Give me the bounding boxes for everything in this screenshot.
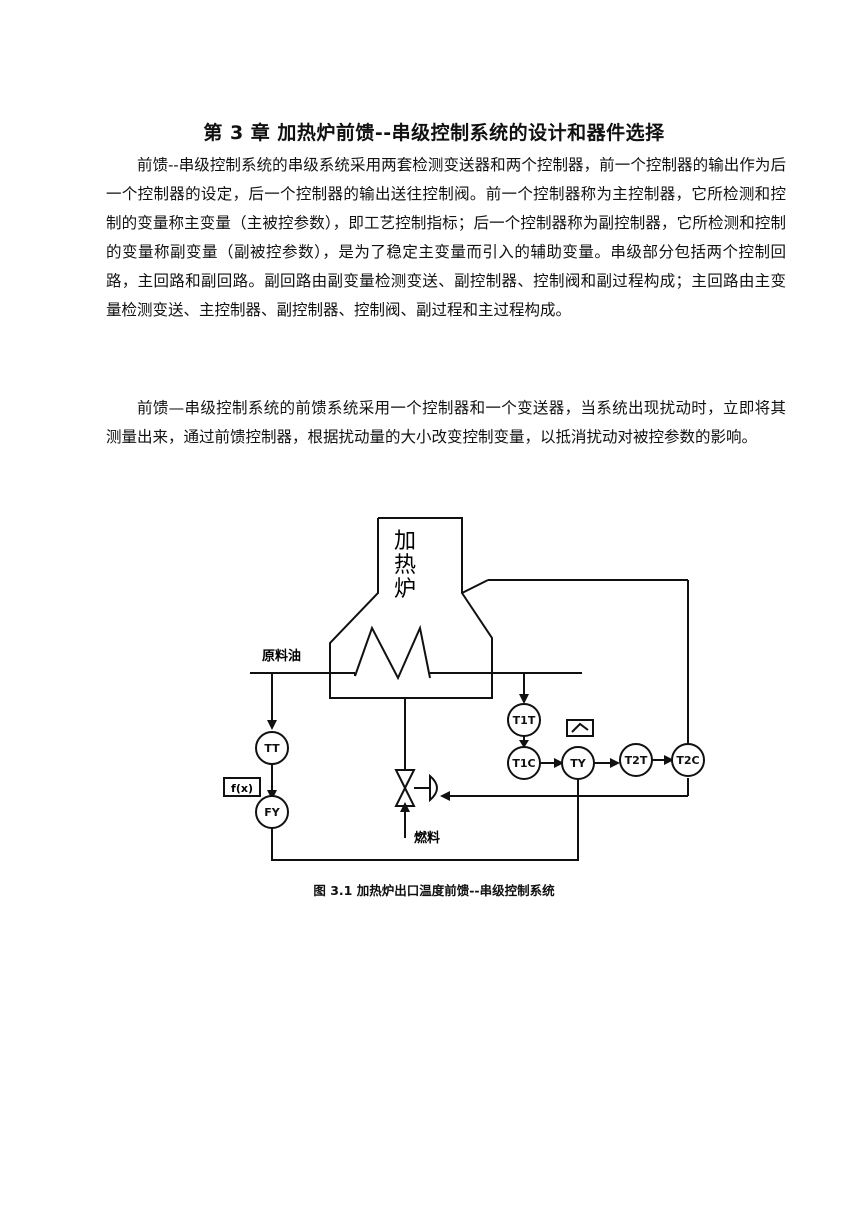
function-box-label: f(x) — [231, 782, 253, 795]
t1t-label: T1T — [513, 714, 536, 727]
tt-label: TT — [264, 742, 280, 755]
feed-line — [250, 672, 356, 730]
paragraph-cascade: 前馈--串级控制系统的串级系统采用两套检测变送器和两个控制器，前一个控制器的输出… — [106, 156, 786, 319]
t2t-label: T2T — [625, 754, 648, 767]
t2c-label: T2C — [676, 754, 699, 767]
chapter-title: 第 3 章 加热炉前馈--串级控制系统的设计和器件选择 — [203, 122, 665, 144]
t1c-label: T1C — [512, 757, 535, 770]
function-box — [223, 777, 261, 797]
paragraph-feedforward: 前馈—串级控制系统的前馈系统采用一个控制器和一个变送器，当系统出现扰动时，立即将… — [106, 399, 786, 446]
feed-label: 原料油 — [262, 648, 301, 664]
furnace-label-1: 加 — [394, 529, 416, 554]
fuel-valve — [394, 698, 438, 838]
furnace-label-3: 炉 — [394, 577, 416, 602]
furnace-label-2: 热 — [394, 553, 416, 578]
setpoint-box — [566, 719, 594, 737]
ty-label: TY — [570, 757, 587, 770]
furnace — [329, 517, 689, 750]
fuel-label: 燃料 — [414, 830, 440, 846]
t2c-controller — [671, 743, 705, 777]
control-system-diagram: 加 热 炉 原料油 TT f(x) FY — [210, 508, 730, 873]
fy-label: FY — [264, 806, 281, 819]
figure-caption: 图 3.1 加热炉出口温度前馈--串级控制系统 — [313, 883, 555, 898]
